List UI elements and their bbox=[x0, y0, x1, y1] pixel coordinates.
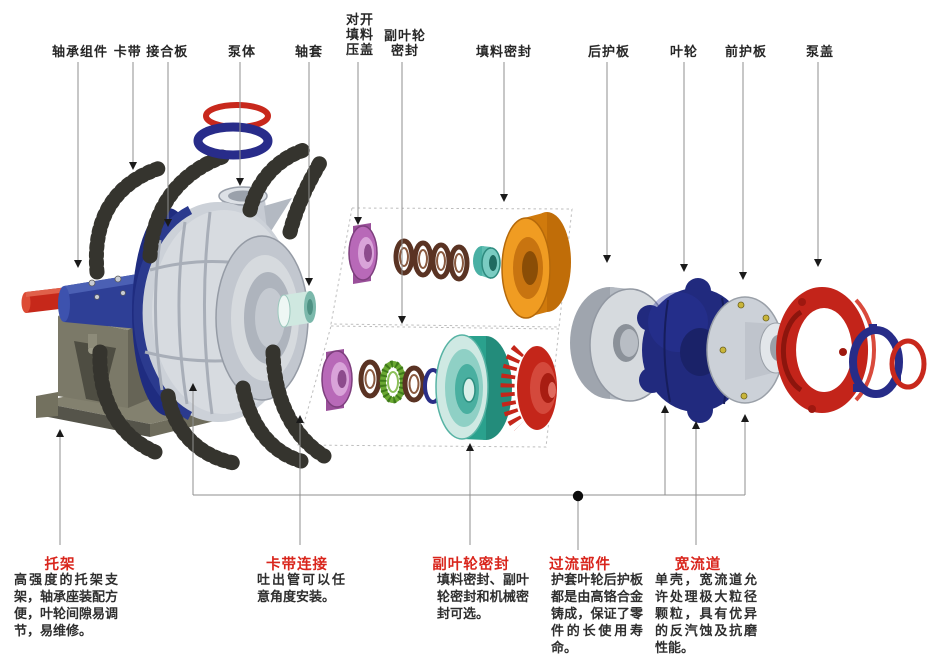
callout-title-expeller-seal: 副叶轮密封 bbox=[432, 557, 510, 573]
arrowhead-up bbox=[661, 405, 669, 413]
clamp-band-lower-2 bbox=[160, 388, 242, 471]
part-pump-body bbox=[133, 186, 309, 422]
clamp-band-upper-1 bbox=[88, 160, 168, 280]
arrowhead-down bbox=[814, 259, 822, 267]
label-pump-cover: 泵盖 bbox=[805, 44, 835, 59]
dashed-box-expeller-seal bbox=[297, 325, 560, 448]
part-oring-blue-top bbox=[193, 122, 273, 160]
part-packing-rings bbox=[393, 238, 470, 282]
part-shaft-sleeve bbox=[277, 291, 316, 328]
part-split-gland-packing bbox=[348, 223, 378, 284]
callout-title-wetted-parts: 过流部件 bbox=[549, 557, 611, 573]
leader-lines bbox=[59, 62, 819, 550]
part-packing-seal-housing bbox=[501, 212, 571, 319]
label-front-liner: 前护板 bbox=[724, 44, 768, 59]
arrowhead-down bbox=[603, 255, 611, 263]
callout-title-bracket: 托架 bbox=[44, 557, 76, 573]
part-expeller-vaned bbox=[500, 345, 557, 431]
arrowhead-up bbox=[466, 443, 474, 451]
part-shaft bbox=[21, 287, 68, 313]
arrowheads bbox=[56, 162, 822, 502]
part-lantern-ring bbox=[473, 246, 501, 279]
arrowhead-down bbox=[398, 316, 406, 324]
callout-title-wide-channel: 宽流道 bbox=[674, 557, 722, 573]
callout-body-wide-channel: 单壳，宽流道允许处理极大粒径颗粒，具有优异的反汽蚀及抗磨性能。 bbox=[655, 572, 757, 655]
arrowhead-up bbox=[189, 383, 197, 391]
part-oring-red-right bbox=[889, 338, 927, 390]
clamp-band-upper-4 bbox=[282, 153, 329, 240]
arrowhead-down bbox=[354, 217, 362, 225]
part-pump-cover bbox=[776, 287, 877, 413]
label-split-gland: 对开 填料 压盖 bbox=[345, 12, 375, 57]
clamp-band-lower-3 bbox=[235, 380, 309, 469]
label-shaft-sleeve: 轴套 bbox=[294, 44, 324, 59]
label-rear-liner: 后护板 bbox=[587, 44, 631, 59]
clamp-band-lower-4 bbox=[265, 344, 332, 464]
arrowhead-up bbox=[692, 421, 700, 429]
clamp-band-lower-1 bbox=[92, 344, 163, 460]
arrowhead-down bbox=[129, 162, 137, 170]
part-split-gland-expeller bbox=[321, 349, 353, 411]
dashed-box-packing-seal bbox=[330, 207, 573, 328]
arrowhead-up bbox=[56, 429, 64, 437]
clamp-band-upper-2 bbox=[142, 149, 230, 264]
arrowhead-down bbox=[74, 260, 82, 268]
arrowhead-down bbox=[305, 278, 313, 286]
part-expeller-rings bbox=[358, 359, 443, 404]
part-clamp-bands bbox=[88, 142, 332, 471]
callout-body-clamp-connection: 吐出管可以任意角度安装。 bbox=[257, 572, 345, 604]
arrowhead-up bbox=[296, 415, 304, 423]
callout-body-bracket: 高强度的托架支架，轴承座装配方便，叶轮间隙易调节，易维修。 bbox=[14, 572, 119, 638]
label-expeller-seal: 副叶轮 密封 bbox=[383, 28, 427, 58]
label-clamp-joint-plate: 卡带 接合板 bbox=[113, 44, 189, 59]
arrowhead-down bbox=[739, 272, 747, 280]
callout-title-clamp-connection: 卡带连接 bbox=[266, 557, 328, 573]
callout-body-wetted-parts: 护套叶轮后护板都是由高铬合金铸成，保证了零件的长使用寿命。 bbox=[551, 572, 643, 655]
arrowhead-down bbox=[164, 219, 172, 227]
label-packing-seal: 填料密封 bbox=[475, 44, 533, 59]
arrowhead-down bbox=[680, 264, 688, 272]
arrowhead-down bbox=[500, 194, 508, 202]
junction-dot bbox=[572, 490, 584, 502]
part-expeller bbox=[435, 334, 512, 440]
label-impeller: 叶轮 bbox=[669, 44, 699, 59]
arrowhead-down bbox=[236, 178, 244, 186]
clamp-band-upper-3 bbox=[242, 142, 312, 218]
label-pump-body: 泵体 bbox=[227, 44, 257, 59]
arrowhead-up bbox=[741, 414, 749, 422]
callout-body-expeller-seal: 填料密封、副叶轮密封和机械密封可选。 bbox=[437, 572, 529, 621]
part-front-liner bbox=[706, 296, 793, 404]
label-bearing-assembly: 轴承组件 bbox=[51, 44, 109, 59]
